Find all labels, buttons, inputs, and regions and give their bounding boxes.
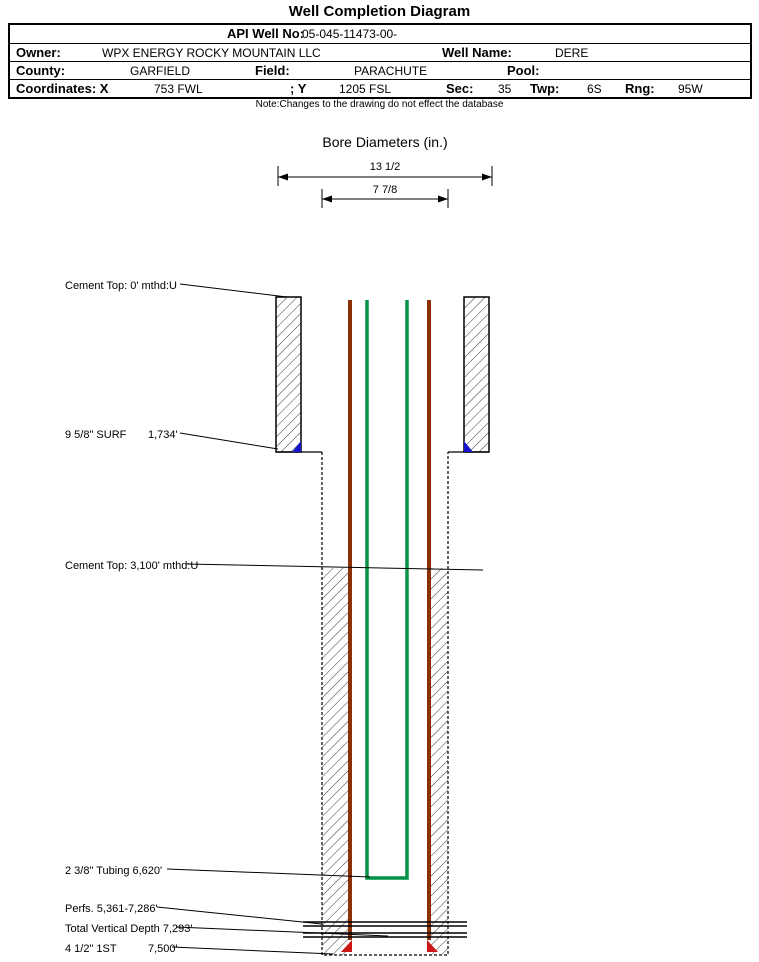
cement-top-production-label: Cement Top: 3,100' mthd:U bbox=[65, 560, 198, 572]
dim-arrow-left bbox=[322, 195, 332, 203]
production-casing-depth: 7,500' bbox=[148, 943, 178, 955]
dim-arrow-right bbox=[482, 173, 492, 181]
outer-bore-diameter-label: 13 1/2 bbox=[370, 161, 401, 173]
dimension-inner-bore: 7 7/8 bbox=[321, 184, 449, 208]
dim-arrow-right bbox=[438, 195, 448, 203]
annotation-labels: Cement Top: 0' mthd:U 9 5/8" SURF 1,734'… bbox=[65, 280, 198, 955]
production-casing-label: 4 1/2" 1ST bbox=[65, 943, 117, 955]
database-note: Note:Changes to the drawing do not effec… bbox=[255, 99, 504, 110]
surface-casing-shoe-left bbox=[292, 441, 301, 452]
production-cement-right bbox=[431, 568, 448, 955]
tubing-label: 2 3/8" Tubing 6,620' bbox=[65, 865, 162, 877]
sec-value: 35 bbox=[498, 82, 512, 96]
dimension-outer-bore: 13 1/2 bbox=[277, 161, 493, 186]
owner-value: WPX ENERGY ROCKY MOUNTAIN LLC bbox=[102, 46, 321, 60]
leader-cement-top-surface bbox=[179, 283, 288, 298]
leader-tvd bbox=[175, 926, 389, 937]
coordinates-y-label: ; Y bbox=[290, 81, 307, 96]
field-label: Field: bbox=[255, 63, 290, 78]
perforation-lines bbox=[303, 921, 467, 938]
api-value: 05-045-11473-00- bbox=[302, 27, 398, 41]
twp-label: Twp: bbox=[530, 81, 560, 96]
leader-perfs bbox=[156, 906, 323, 925]
inner-bore-diameter-label: 7 7/8 bbox=[373, 184, 397, 196]
table-row-county: County: GARFIELD Field: PARACHUTE Pool: bbox=[10, 61, 750, 79]
bore-diameters-title: Bore Diameters (in.) bbox=[322, 134, 447, 150]
pool-label: Pool: bbox=[507, 63, 540, 78]
leader-cement-top-production bbox=[185, 563, 484, 571]
surface-casing-label: 9 5/8" SURF bbox=[65, 429, 127, 441]
surface-casing-shoe-right bbox=[464, 441, 473, 452]
well-info-table: API Well No: 05-045-11473-00- Owner: WPX… bbox=[8, 23, 752, 99]
leader-lines bbox=[156, 283, 484, 955]
rng-value: 95W bbox=[678, 82, 703, 96]
coordinates-y-value: 1205 FSL bbox=[339, 82, 392, 96]
api-label: API Well No: bbox=[227, 26, 305, 41]
surface-casing-depth: 1,734' bbox=[148, 429, 178, 441]
coordinates-label: Coordinates: X bbox=[16, 81, 109, 96]
production-casing-shoe-left bbox=[341, 940, 352, 952]
well-name-value: DERE bbox=[555, 46, 589, 60]
county-label: County: bbox=[16, 63, 66, 78]
table-row-api: API Well No: 05-045-11473-00- bbox=[10, 25, 750, 43]
bore-diameters: Bore Diameters (in.) 13 1/2 7 7/8 bbox=[277, 134, 493, 208]
leader-production-casing bbox=[171, 946, 334, 955]
tubing-string bbox=[365, 300, 409, 880]
production-casing-shoe-right bbox=[427, 940, 438, 952]
county-value: GARFIELD bbox=[130, 64, 191, 78]
perfs-label: Perfs. 5,361-7,286' bbox=[65, 903, 158, 915]
tvd-label: Total Vertical Depth 7,293' bbox=[65, 923, 192, 935]
sec-label: Sec: bbox=[446, 81, 474, 96]
surface-cement-right bbox=[463, 296, 490, 453]
surface-cement-left bbox=[275, 296, 302, 453]
rng-label: Rng: bbox=[625, 81, 655, 96]
production-cement-left bbox=[322, 568, 348, 955]
leader-tubing bbox=[166, 868, 371, 878]
well-name-label: Well Name: bbox=[442, 45, 512, 60]
coordinates-x-value: 753 FWL bbox=[154, 82, 203, 96]
page-title: Well Completion Diagram bbox=[288, 3, 471, 20]
production-cement bbox=[322, 568, 448, 955]
field-value: PARACHUTE bbox=[354, 64, 428, 78]
surface-casing-cement bbox=[275, 296, 490, 453]
leader-surface-casing bbox=[179, 432, 279, 450]
owner-label: Owner: bbox=[16, 45, 61, 60]
table-row-owner: Owner: WPX ENERGY ROCKY MOUNTAIN LLC Wel… bbox=[10, 43, 750, 61]
table-row-coordinates: Coordinates: X 753 FWL ; Y 1205 FSL Sec:… bbox=[10, 79, 750, 97]
twp-value: 6S bbox=[587, 82, 602, 96]
dim-arrow-left bbox=[278, 173, 288, 181]
cement-top-surface-label: Cement Top: 0' mthd:U bbox=[65, 280, 177, 292]
